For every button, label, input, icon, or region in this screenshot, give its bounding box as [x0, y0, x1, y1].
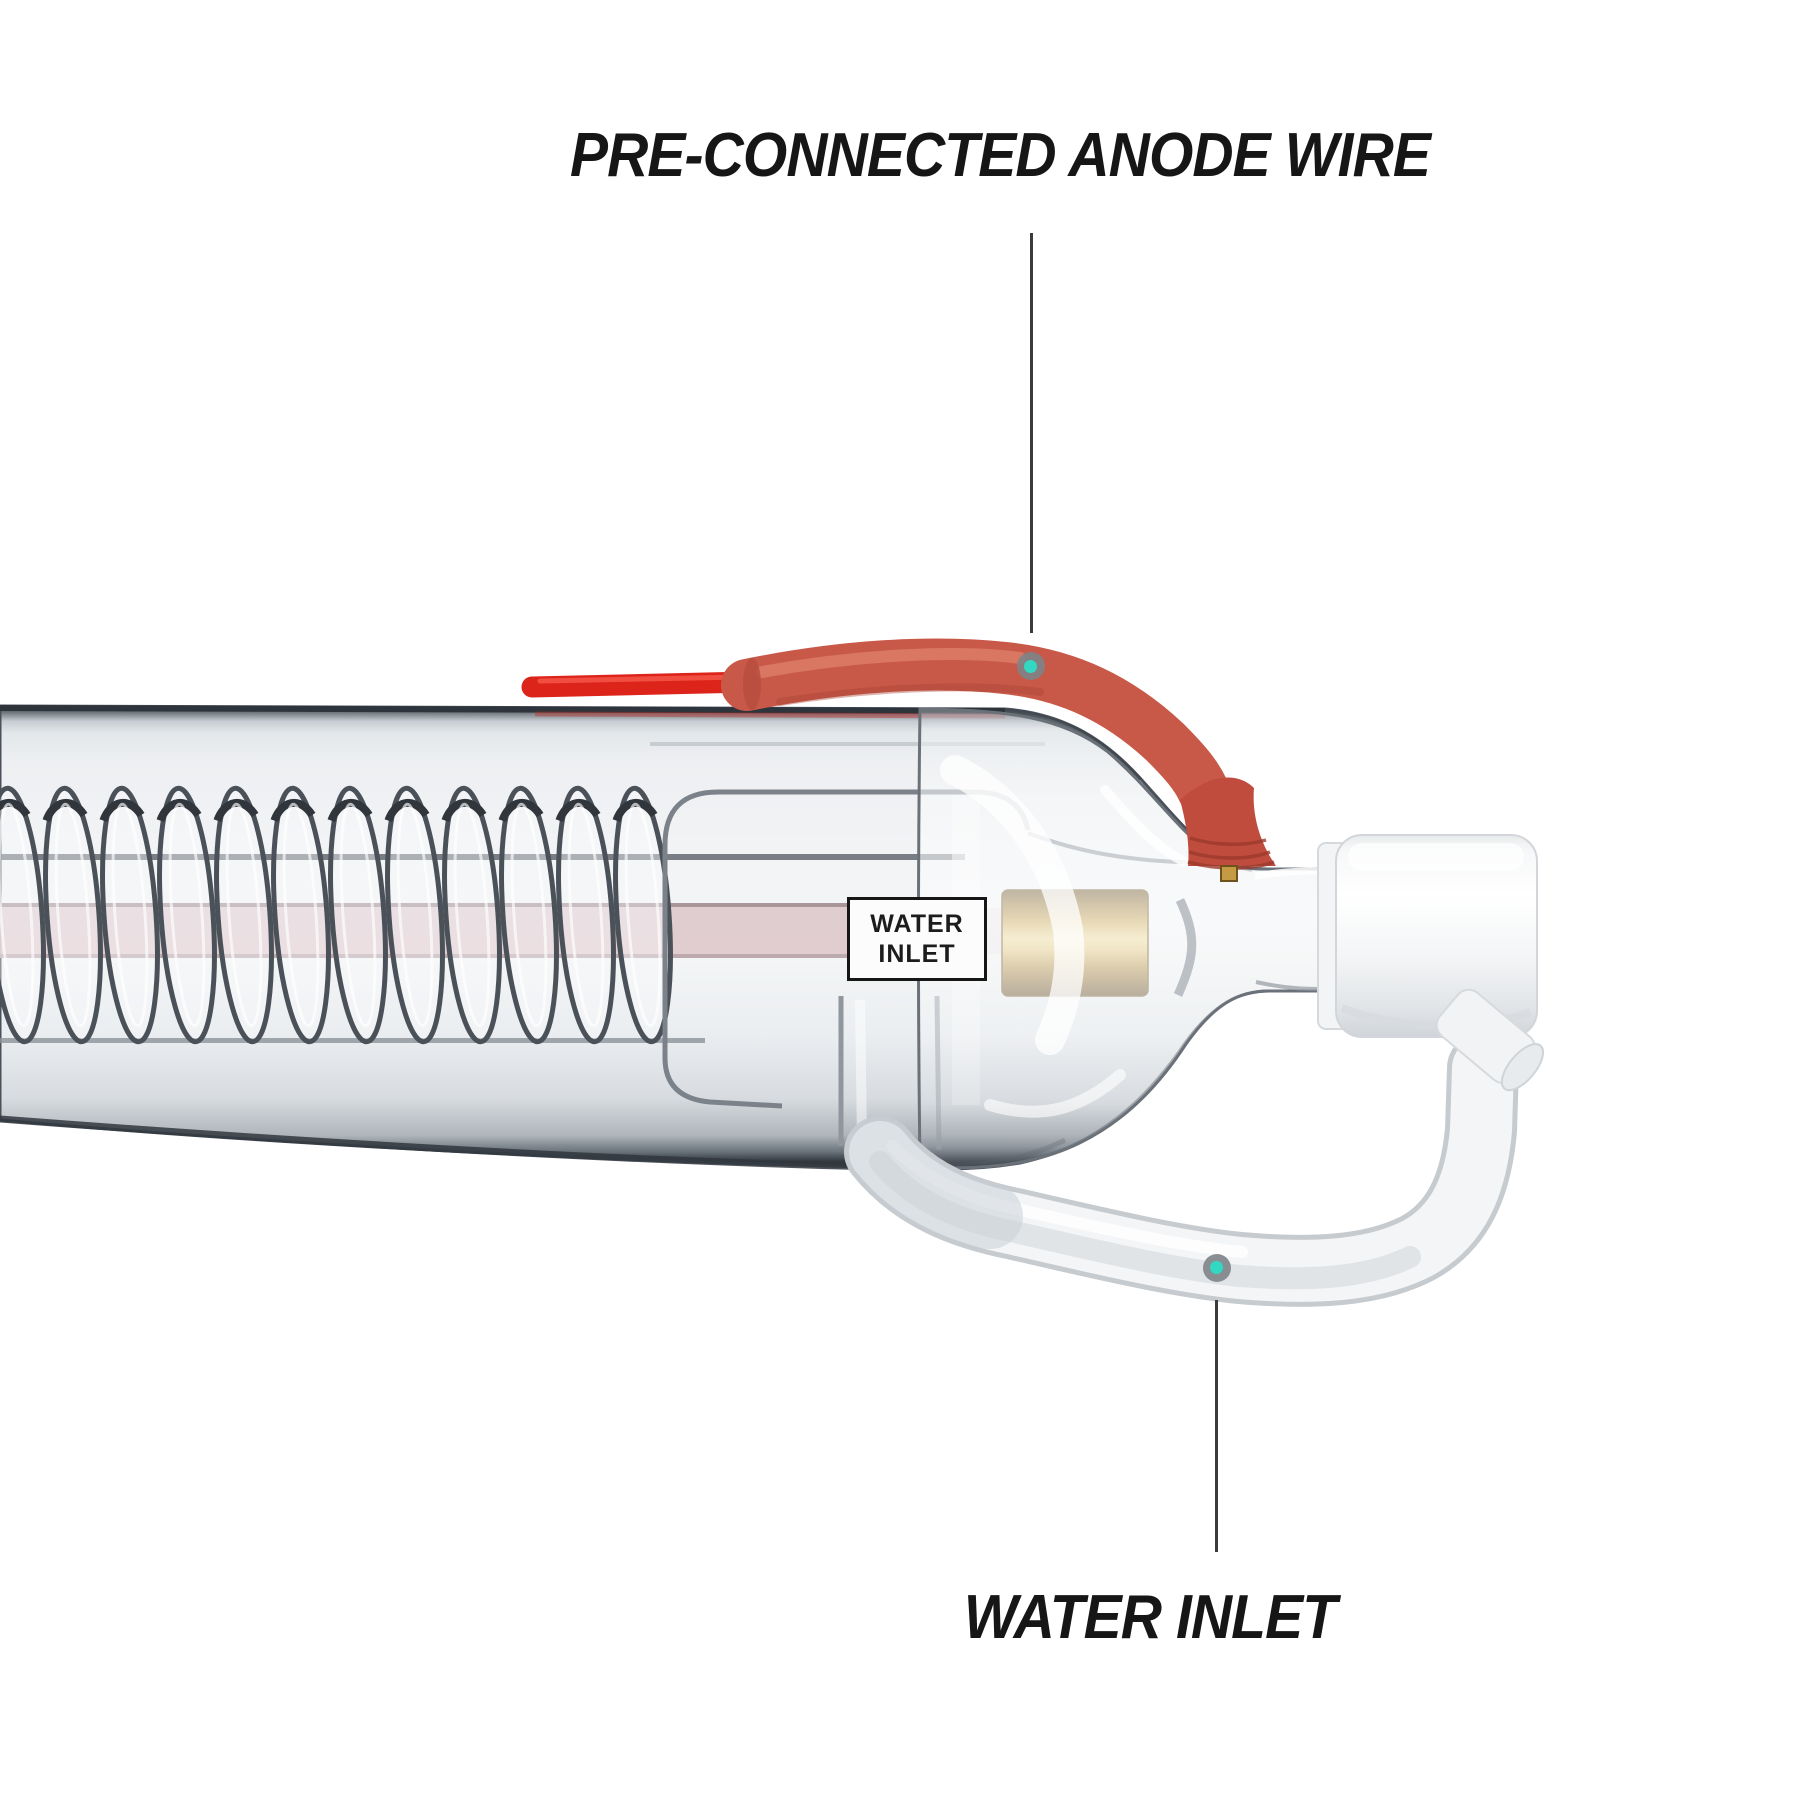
dome-shoulder-edge	[1004, 708, 1142, 782]
water-tube	[844, 1032, 1519, 1307]
end-cap-highlight	[1348, 843, 1524, 871]
inner-tube-edge-line-lower	[0, 1038, 705, 1043]
anode-wire-leader-line	[1030, 233, 1033, 633]
sticker-line2: INLET	[878, 940, 956, 968]
dome-shadow-streak	[1173, 898, 1197, 997]
water-inlet-callout-label: WATER INLET	[963, 1583, 1337, 1652]
inner-jacket-bottom-corner	[662, 1057, 783, 1109]
sleeve-shadow	[776, 683, 1044, 706]
water-inlet-leader-line	[1215, 1300, 1218, 1552]
boot-rib-2	[1188, 850, 1271, 860]
glass-elbow-overlay	[845, 1117, 1023, 1249]
water-inlet-marker-dot	[1210, 1261, 1223, 1274]
tube-top-edge	[0, 705, 1006, 714]
tube-bottom-edge	[0, 1115, 881, 1171]
cap-nozzle	[1435, 988, 1545, 1092]
sleeve-crimp	[743, 658, 761, 710]
dome-highlight-small	[1100, 785, 1190, 867]
anode-wire-marker-dot	[1024, 660, 1037, 673]
stem-highlight	[855, 999, 867, 1141]
dome-highlight	[940, 755, 1085, 1055]
sticker-line1: WATER	[870, 910, 964, 938]
anode-wire-callout-label: PRE-CONNECTED ANODE WIRE	[570, 121, 1431, 190]
anode-terminal-screw	[1220, 865, 1238, 882]
water-inlet-sticker: WATER INLET	[847, 897, 987, 981]
end-cap	[1335, 834, 1538, 1038]
anode-wire-highlight	[537, 674, 747, 684]
inner-wall-highlight-line	[650, 742, 1045, 746]
dome-bottom-highlight	[984, 1069, 1126, 1118]
anode-wire-bare	[521, 671, 761, 698]
sleeve-highlight	[756, 648, 1026, 678]
boot-rib-1	[1189, 836, 1267, 847]
